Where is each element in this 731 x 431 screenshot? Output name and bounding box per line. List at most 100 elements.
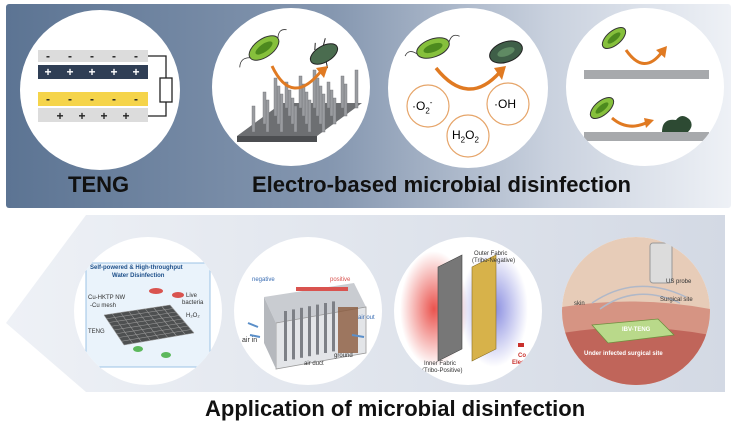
- us-probe-label: US probe: [666, 279, 692, 285]
- bacterium-icon: [149, 288, 163, 294]
- nanowire-spike: [354, 69, 359, 109]
- negative-label: negative: [252, 277, 275, 283]
- inner-fabric-label-1: Inner Fabric: [424, 361, 457, 367]
- damaged-bacterium-icon: [309, 38, 339, 69]
- bacterium-icon: [172, 292, 184, 298]
- tribo-fabric-diagram: [400, 251, 528, 367]
- implant-diagram: [562, 237, 710, 385]
- charge-sign-3-0: +: [56, 109, 63, 123]
- h2o2-label: H₂O₂: [186, 313, 200, 319]
- charge-sign-2-3: -: [112, 92, 116, 106]
- inner-fabric-label-2: (Tribo-Positive): [422, 368, 463, 374]
- mesh-line: [116, 322, 186, 335]
- water-title-line2: Water Disinfection: [112, 273, 165, 279]
- electrode-plate: [284, 311, 287, 361]
- air-in-label: air in: [242, 337, 258, 344]
- superoxide-subscript: 2: [425, 106, 430, 116]
- charge-sign-3-3: +: [122, 109, 129, 123]
- mesh-line: [118, 325, 189, 338]
- nanowire-spike: [326, 81, 331, 109]
- bacterium-icon: [161, 352, 171, 358]
- charge-sign-1-0: +: [44, 65, 51, 79]
- peroxide-h-text: H: [452, 128, 461, 142]
- water-disinfection-diagram: [85, 262, 211, 368]
- nanowire-spike: [251, 105, 256, 133]
- charge-sign-3-1: +: [78, 109, 85, 123]
- electrode-plate: [332, 301, 335, 352]
- bacterium-icon: [404, 34, 460, 59]
- antiadhesion-circle: [566, 8, 724, 166]
- nanowire-spike: [262, 91, 267, 125]
- surgical-site-label: Surgical site: [660, 297, 693, 303]
- nanowire-spike: [298, 75, 303, 109]
- nanowire-spikes-diagram: [237, 29, 362, 142]
- bacterium-icon: [601, 27, 627, 49]
- charge-sign-0-3: -: [112, 49, 116, 63]
- damaged-bacterium-icon: [489, 40, 523, 64]
- teng-structure-diagram: -----+++++-----++++: [38, 49, 173, 123]
- bacterium-icon: [589, 97, 615, 119]
- mesh-line: [161, 306, 186, 335]
- charge-sign-3-2: +: [100, 109, 107, 123]
- outer-fabric-label-1: Outer Fabric: [474, 251, 508, 257]
- ros-circle: ·O2- ·OH H2O2: [388, 8, 548, 168]
- cut-label-2: Electr: [512, 360, 529, 366]
- nanowire-spike: [340, 75, 345, 109]
- charge-sign-1-4: +: [132, 65, 139, 79]
- charge-sign-0-2: -: [90, 49, 94, 63]
- mesh-label-2: -Cu mesh: [90, 303, 117, 309]
- mesh-line: [153, 307, 177, 337]
- water-title-line1: Self-powered & High-throughput: [90, 265, 183, 271]
- air-duct-label: air duct: [304, 361, 324, 367]
- cut-label-1: Co: [518, 353, 526, 359]
- nanowire-spike: [273, 77, 278, 117]
- charge-sign-1-2: +: [88, 65, 95, 79]
- bacterium-icon: [133, 346, 143, 352]
- superoxide-text: ·O: [412, 99, 426, 113]
- charge-sign-1-1: +: [66, 65, 73, 79]
- charge-sign-0-4: -: [134, 49, 138, 63]
- electrode-plate: [324, 303, 327, 353]
- ros-diagram: [404, 34, 530, 158]
- charge-sign-2-0: -: [46, 92, 50, 106]
- mesh-line: [145, 308, 168, 338]
- mesh-line: [113, 318, 183, 331]
- orange-arrow-icon: [434, 66, 502, 91]
- peroxide-label: H2O2: [452, 128, 479, 144]
- peroxide-o-text: O: [465, 128, 475, 142]
- mesh-line: [169, 304, 195, 334]
- device-label: IBV-TENG: [622, 327, 651, 333]
- charge-sign-2-2: -: [90, 92, 94, 106]
- ground-label: ground: [334, 353, 353, 359]
- implant-circle: US probe Surgical site skin IBV-TENG Und…: [562, 237, 710, 385]
- electrode-plate: [308, 306, 311, 357]
- nanowire-spikes-circle: [212, 8, 370, 166]
- charge-sign-0-1: -: [68, 49, 72, 63]
- teng-title: TENG: [68, 172, 130, 197]
- bacteria-label-2: bacteria: [182, 300, 204, 306]
- charge-sign-2-4: -: [134, 92, 138, 106]
- bacterium-icon: [239, 29, 287, 68]
- charge-sign-1-3: +: [110, 65, 117, 79]
- under-surgical-label: Under infected surgical site: [584, 351, 663, 357]
- mesh-line: [123, 332, 195, 346]
- fabric-circle: Outer Fabric (Tribo-Negative) Inner Fabr…: [394, 237, 542, 385]
- orange-arrow-icon: [611, 116, 649, 128]
- dead-bacterium-icon: [662, 116, 692, 132]
- nanowire-spike: [312, 69, 317, 109]
- electrode-plate: [292, 309, 295, 360]
- top-section-title: Electro-based microbial disinfection: [252, 172, 631, 197]
- teng-label: TENG: [88, 329, 105, 335]
- air-out-label: air out: [358, 315, 375, 321]
- bottom-section-title: Application of microbial disinfection: [205, 396, 586, 421]
- superoxide-superscript: -: [429, 98, 433, 107]
- hydroxyl-label: ·OH: [494, 97, 516, 111]
- positive-label: positive: [330, 277, 351, 283]
- peroxide-subscript-2: 2: [474, 135, 479, 145]
- orange-arrow-icon: [624, 49, 664, 65]
- water-disinfection-circle: Self-powered & High-throughput Water Dis…: [74, 237, 222, 385]
- charge-sign-2-1: -: [68, 92, 72, 106]
- nanowire-spike: [284, 81, 289, 109]
- air-disinfection-circle: negative positive air in air duct ground…: [234, 237, 382, 385]
- outer-fabric-label-2: (Tribo-Negative): [472, 258, 516, 264]
